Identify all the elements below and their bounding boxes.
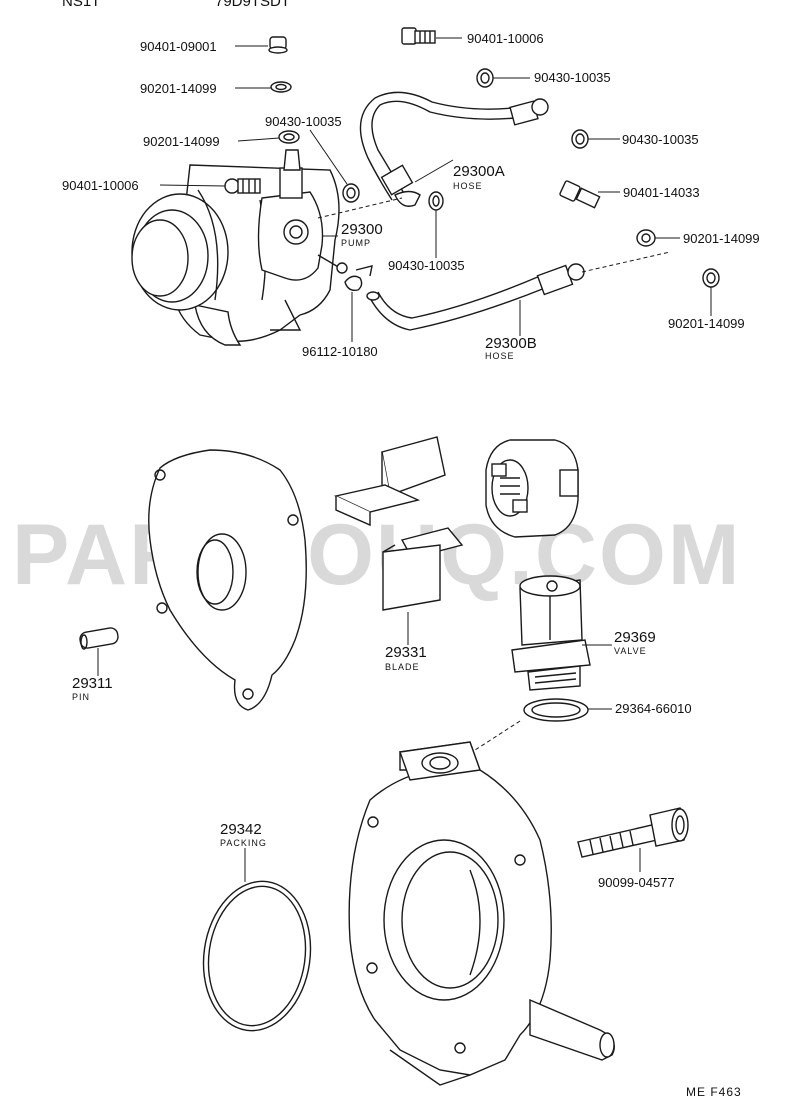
gasket-90430-10035-b bbox=[342, 183, 360, 203]
label-29364-66010: 29364-66010 bbox=[615, 701, 692, 716]
top-cut-text-left: NS1T bbox=[62, 0, 100, 10]
gasket-90201-14099-a bbox=[270, 81, 292, 93]
gasket-90430-10035-c bbox=[428, 191, 444, 211]
hose-29300a bbox=[359, 91, 549, 207]
label-90099-04577: 90099-04577 bbox=[598, 875, 675, 890]
bolt-90401-10006-top bbox=[401, 27, 436, 45]
label-29300: 29300 bbox=[341, 221, 383, 238]
label-90401-14033: 90401-14033 bbox=[623, 185, 700, 200]
label-90201-14099-c: 90201-14099 bbox=[683, 231, 760, 246]
gasket-90430-10035-right bbox=[571, 129, 589, 149]
bolt-90099-04577 bbox=[577, 807, 689, 858]
leader-lines-middle bbox=[97, 612, 612, 753]
clip-96112-10180 bbox=[344, 265, 373, 292]
label-96112-10180: 96112-10180 bbox=[302, 344, 378, 359]
gasket-90430-10035-top bbox=[476, 68, 494, 88]
top-cut-text-right: 79D9TSDT bbox=[215, 0, 290, 10]
guide-line-pump-hose bbox=[317, 197, 403, 219]
label-29300a-sub: HOSE bbox=[453, 181, 483, 191]
bolt-90401-09001 bbox=[268, 36, 288, 54]
label-90201-14099-b: 90201-14099 bbox=[143, 134, 220, 149]
label-90401-10006-a: 90401-10006 bbox=[62, 178, 139, 193]
label-90201-14099-d: 90201-14099 bbox=[668, 316, 745, 331]
leader-lines-bottom bbox=[244, 848, 641, 882]
gasket-90201-14099-d bbox=[702, 268, 720, 288]
label-29342-sub: PACKING bbox=[220, 838, 267, 848]
label-90401-09001: 90401-09001 bbox=[140, 39, 217, 54]
label-29300b-sub: HOSE bbox=[485, 351, 515, 361]
gasket-90201-14099-c bbox=[636, 229, 656, 247]
label-90430-10035-top: 90430-10035 bbox=[534, 70, 611, 85]
label-29369: 29369 bbox=[614, 629, 656, 646]
watermark: PARTSOUQ.COM bbox=[12, 507, 742, 603]
pin-29311 bbox=[79, 627, 119, 650]
pump-housing bbox=[348, 741, 615, 1086]
leader-lines-top bbox=[159, 37, 712, 342]
label-29311-sub: PIN bbox=[72, 692, 90, 702]
blades-29331 bbox=[333, 436, 464, 611]
gasket-90430-10035-a bbox=[278, 130, 300, 144]
label-29342: 29342 bbox=[220, 821, 262, 838]
label-29300b: 29300B bbox=[485, 335, 537, 352]
valve-29369 bbox=[511, 575, 591, 691]
gasket-29364-66010 bbox=[523, 698, 589, 722]
label-29311: 29311 bbox=[72, 675, 113, 692]
label-29300a: 29300A bbox=[453, 163, 505, 180]
diagram-code: ME F463 bbox=[686, 1085, 742, 1099]
pump-cover-plate bbox=[148, 449, 307, 711]
label-29369-sub: VALVE bbox=[614, 646, 647, 656]
hose-29300b bbox=[366, 263, 585, 331]
label-90430-10035-right: 90430-10035 bbox=[622, 132, 699, 147]
label-29331-sub: BLADE bbox=[385, 662, 420, 672]
pump-assembly bbox=[224, 149, 348, 281]
label-90401-10006-b: 90401-10006 bbox=[467, 31, 544, 46]
label-90430-10035-a: 90430-10035 bbox=[265, 114, 342, 129]
rotor bbox=[485, 439, 579, 538]
label-29300-sub: PUMP bbox=[341, 238, 371, 248]
bolt-90401-14033 bbox=[559, 180, 601, 209]
label-90430-10035-bottom: 90430-10035 bbox=[388, 258, 465, 273]
label-90201-14099-a: 90201-14099 bbox=[140, 81, 217, 96]
packing-o-ring-29342 bbox=[202, 880, 312, 1032]
label-29331: 29331 bbox=[385, 644, 427, 661]
guide-line-hose-b bbox=[581, 251, 671, 273]
